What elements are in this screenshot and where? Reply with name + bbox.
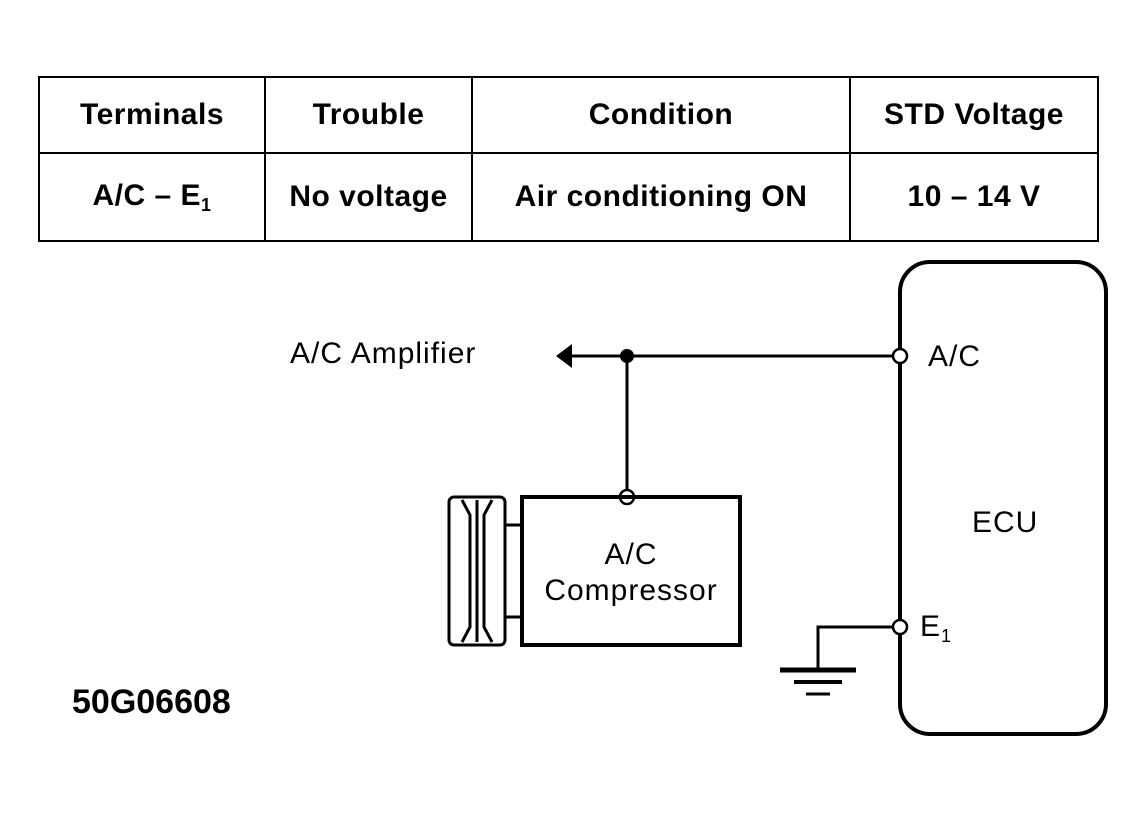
cell-std-voltage: 10 – 14 V — [849, 152, 1099, 242]
cell-terminals: A/C – E1 — [38, 152, 266, 242]
header-terminals: Terminals — [38, 76, 266, 154]
header-std-voltage: STD Voltage — [849, 76, 1099, 154]
compressor-label-line1: A/C — [604, 538, 658, 571]
ground-wire — [816, 625, 893, 668]
compressor-pulley-icon — [447, 495, 524, 647]
arrow-left-icon — [556, 344, 572, 368]
ecu-pin-ac-label: A/C — [928, 340, 982, 373]
ecu-e1-terminal — [891, 618, 909, 636]
terminals-subscript: 1 — [201, 194, 212, 215]
ecu-label: ECU — [972, 506, 1039, 539]
header-trouble: Trouble — [264, 76, 473, 154]
table-row: A/C – E1 No voltage Air conditioning ON … — [38, 152, 1099, 242]
header-condition: Condition — [471, 76, 851, 154]
terminals-text: A/C – E — [92, 178, 201, 212]
specification-table: Terminals Trouble Condition STD Voltage … — [38, 76, 1099, 242]
ecu-box — [898, 260, 1108, 736]
ground-icon — [780, 667, 856, 696]
ecu-pin-e-text: E — [920, 610, 942, 643]
compressor-label-line2: Compressor — [544, 574, 718, 607]
cell-condition: Air conditioning ON — [471, 152, 851, 242]
ecu-pin-e-subscript: 1 — [941, 626, 953, 646]
figure-id: 50G06608 — [72, 683, 231, 721]
ecu-ac-terminal — [891, 347, 909, 365]
amplifier-label: A/C Amplifier — [290, 337, 477, 370]
table-header-row: Terminals Trouble Condition STD Voltage — [38, 76, 1099, 154]
ecu-pin-e1-label: E1 — [920, 610, 952, 647]
cell-trouble: No voltage — [264, 152, 473, 242]
